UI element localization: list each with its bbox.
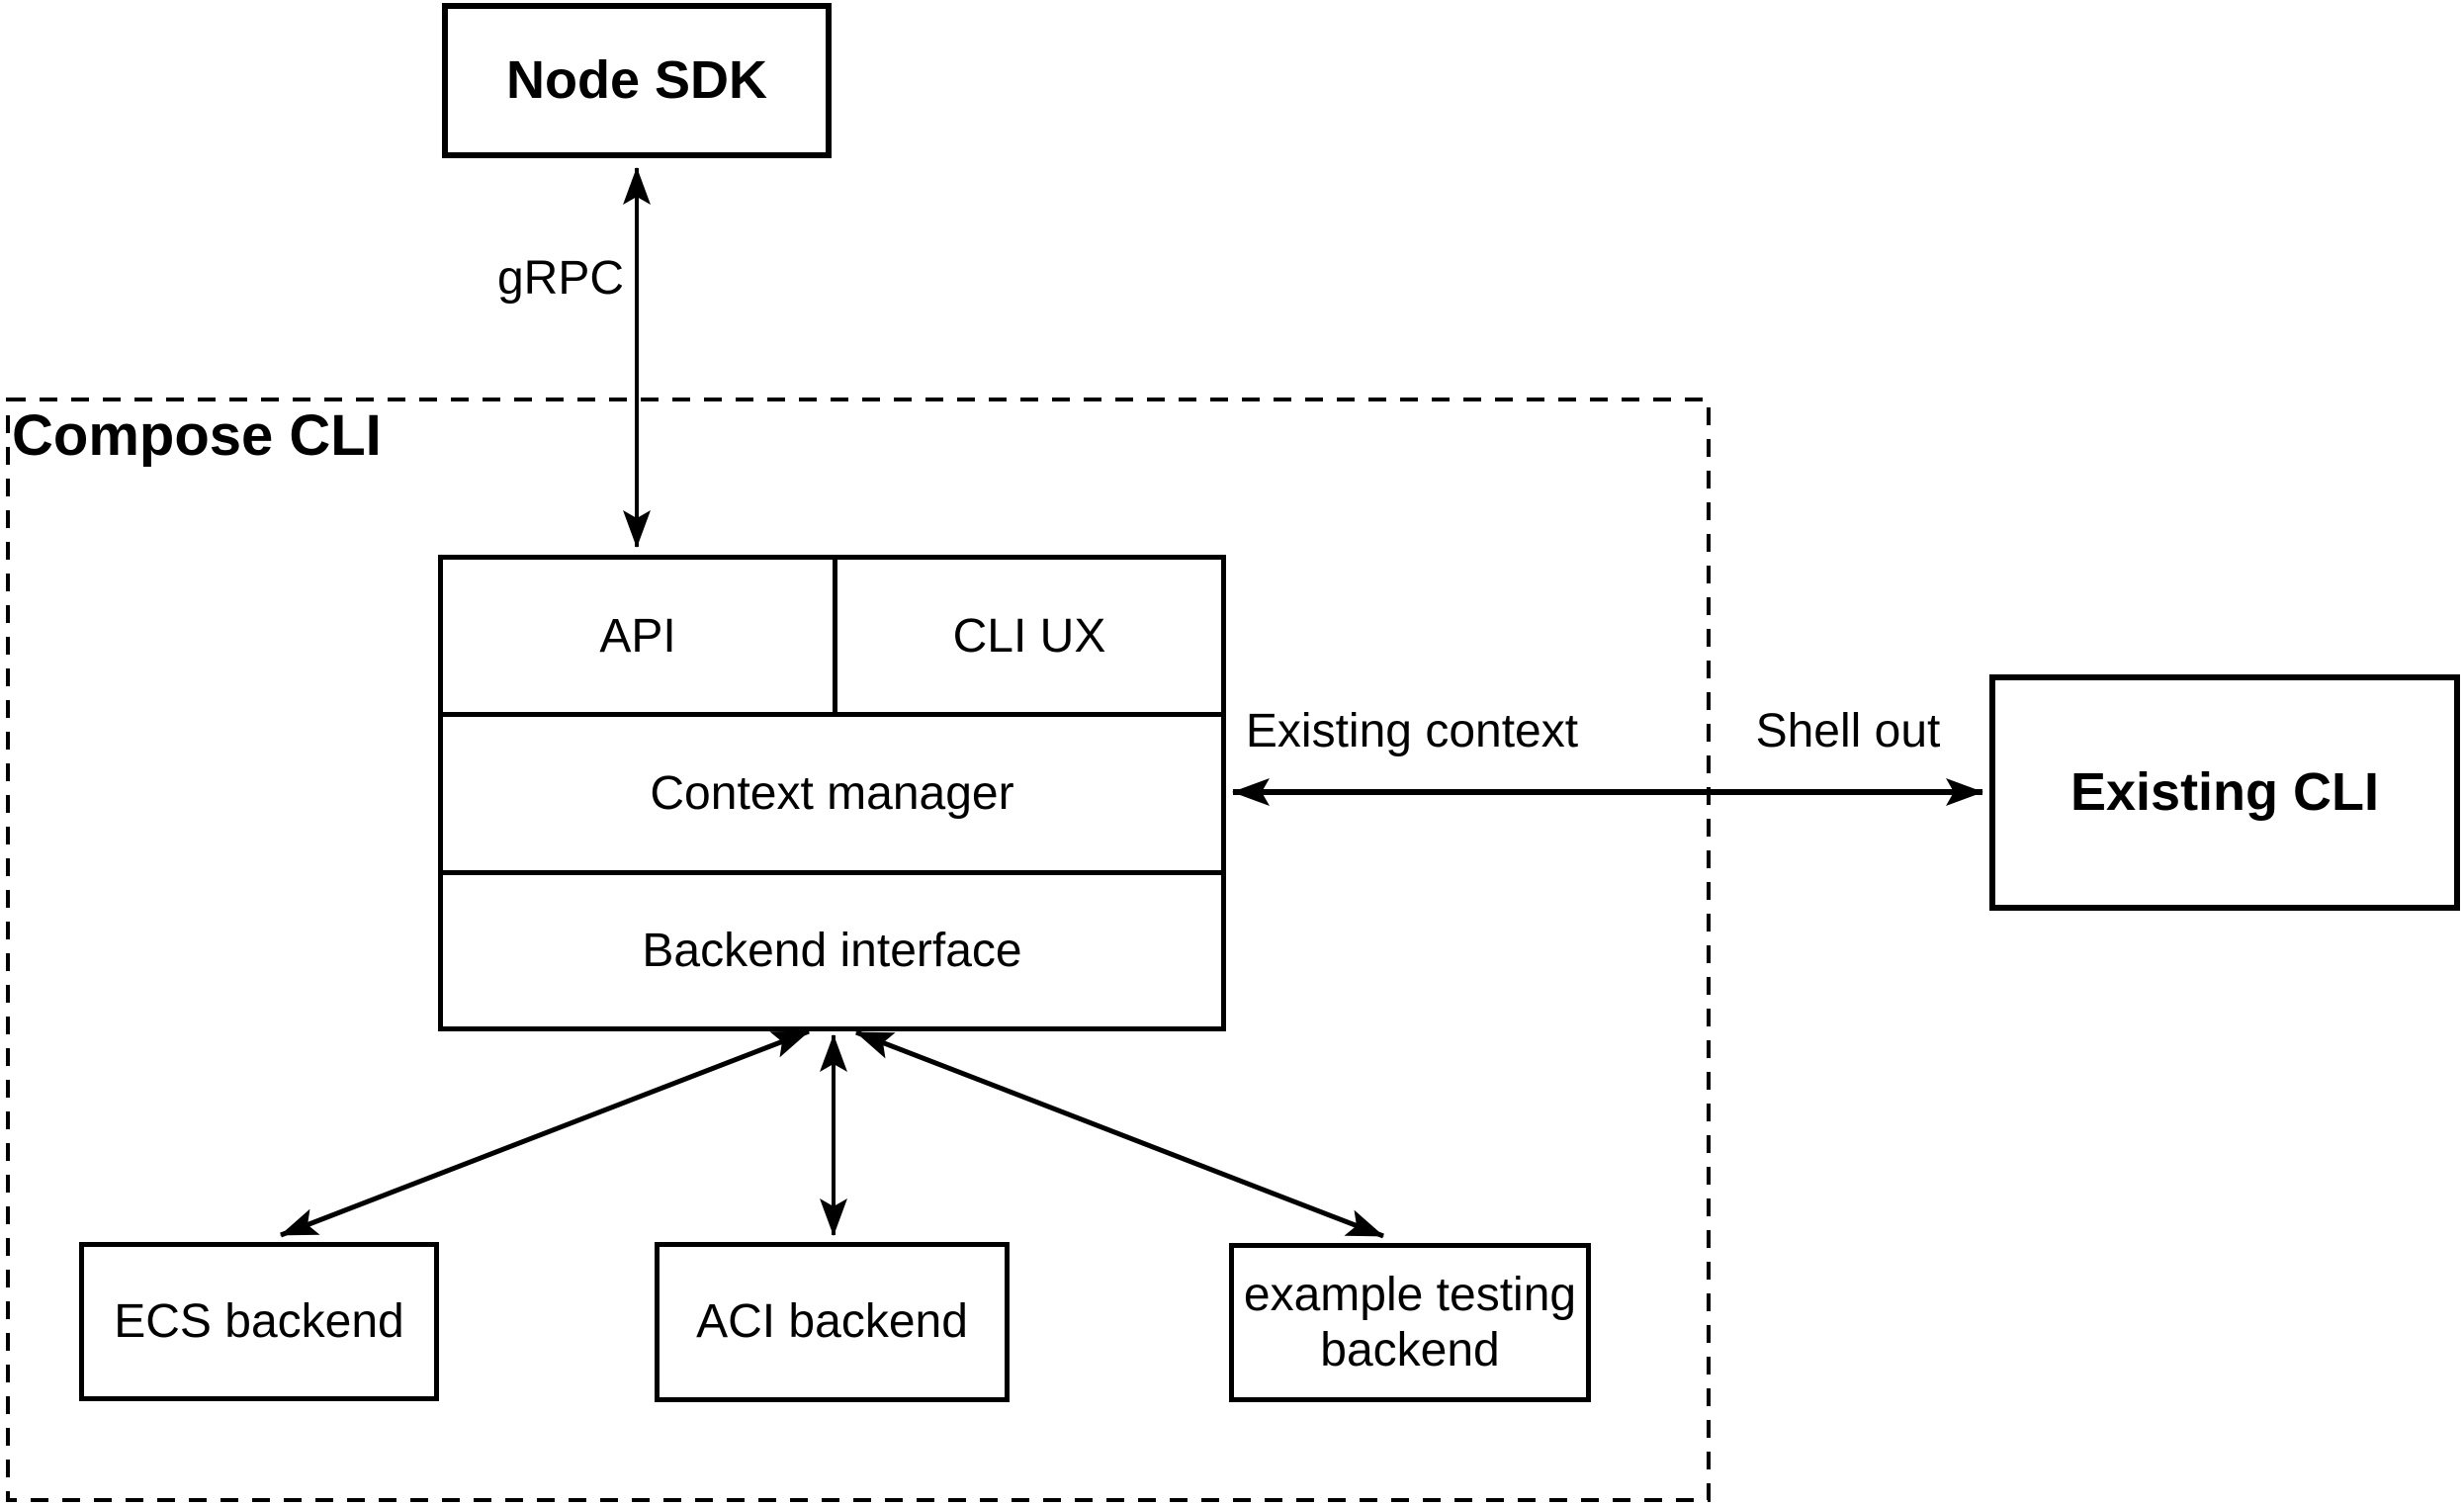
aci-backend-box: ACI backend bbox=[655, 1242, 1010, 1402]
ecs-backend-label: ECS backend bbox=[114, 1294, 404, 1348]
context-manager-label: Context manager bbox=[650, 767, 1014, 820]
existing-context-edge-label: Existing context bbox=[1245, 705, 1579, 757]
context-manager-cell: Context manager bbox=[443, 717, 1221, 875]
example-testing-backend-label: example testing backend bbox=[1243, 1269, 1577, 1376]
ecs-backend-box: ECS backend bbox=[79, 1242, 439, 1401]
grpc-edge-label: gRPC bbox=[496, 252, 625, 305]
api-label: API bbox=[599, 609, 676, 663]
example-testing-backend-box: example testing backend bbox=[1229, 1243, 1591, 1402]
node-sdk-box: Node SDK bbox=[442, 3, 832, 158]
stack-top-row: API CLI UX bbox=[443, 560, 1221, 717]
example-testing-backend-arrow bbox=[855, 1029, 1384, 1239]
backend-interface-cell: Backend interface bbox=[443, 875, 1221, 1026]
api-cell: API bbox=[443, 560, 833, 712]
compose-cli-group-label: Compose CLI bbox=[12, 403, 382, 468]
aci-backend-label: ACI backend bbox=[696, 1295, 968, 1349]
existing-cli-box: Existing CLI bbox=[1989, 674, 2460, 911]
cli-ux-label: CLI UX bbox=[952, 609, 1106, 663]
compose-cli-stack-box: API CLI UX Context manager Backend inter… bbox=[438, 555, 1226, 1031]
backend-interface-label: Backend interface bbox=[642, 925, 1022, 977]
cli-ux-cell: CLI UX bbox=[833, 560, 1221, 712]
ecs-backend-arrow bbox=[280, 1028, 810, 1238]
existing-cli-label: Existing CLI bbox=[2069, 762, 2380, 823]
node-sdk-label: Node SDK bbox=[505, 50, 767, 111]
shell-out-edge-label: Shell out bbox=[1755, 705, 1941, 757]
